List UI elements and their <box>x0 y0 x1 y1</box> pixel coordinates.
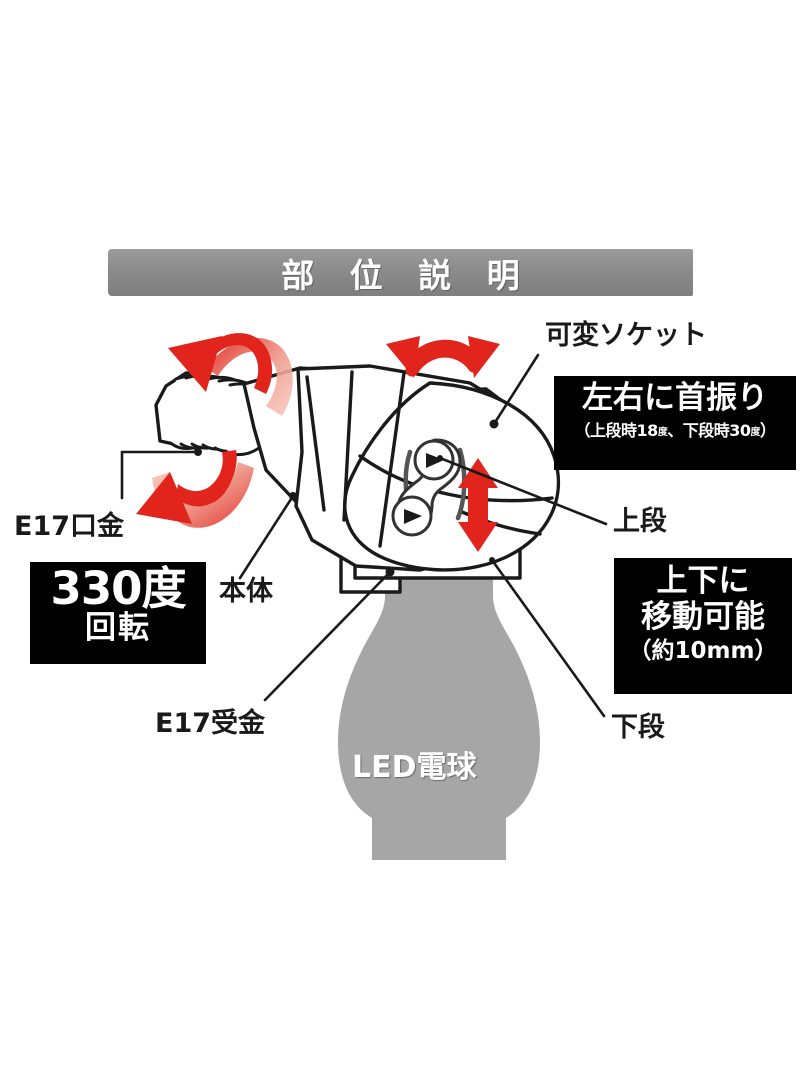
label-variable-socket: 可変ソケット <box>545 320 707 351</box>
callout-rotate: 330度 回転 <box>30 562 206 664</box>
header-bar <box>108 249 693 296</box>
callout-move-subline: （約10mm） <box>628 638 778 664</box>
swing-arrow-icon <box>386 336 500 378</box>
label-e17-receptacle: E17受金 <box>155 708 266 739</box>
updown-arrow-icon <box>458 458 498 552</box>
callout-rotate-subline: 回転 <box>85 610 151 646</box>
callout-rotate-headline: 330度 <box>50 562 187 615</box>
label-upper-tier: 上段 <box>613 506 667 537</box>
callout-swing: 左右に首振り （上段時18度、下段時30度） <box>554 376 796 470</box>
tier-slider-mechanism <box>391 438 467 537</box>
callout-swing-detail-mid: 、下段時30 <box>667 421 751 440</box>
callout-move-headline-2: 移動可能 <box>641 599 765 635</box>
led-bulb-shape <box>338 560 540 860</box>
callout-swing-detail: （上段時18度、下段時30度） <box>554 423 796 439</box>
page-title: 部 位 説 明 <box>281 255 532 295</box>
label-led-bulb: LED電球 <box>352 750 477 785</box>
callout-swing-detail-suffix: ） <box>759 421 776 440</box>
callout-swing-headline: 左右に首振り <box>582 380 768 416</box>
callout-move-headline-1: 上下に <box>656 563 750 599</box>
leader-dots <box>194 419 499 577</box>
label-e17-base: E17口金 <box>14 511 125 542</box>
label-body: 本体 <box>219 576 273 607</box>
callout-swing-detail-deg1: 度 <box>657 427 668 439</box>
rotation-arrow-bottom-icon <box>136 450 254 528</box>
rotation-arrow-top-icon <box>168 333 293 416</box>
callout-move: 上下に 移動可能 （約10mm） <box>614 558 792 694</box>
callout-swing-detail-prefix: （上段時18 <box>574 421 659 440</box>
socket-adapter-body <box>154 364 560 594</box>
callout-swing-detail-deg2: 度 <box>750 427 761 439</box>
label-lower-tier: 下段 <box>611 712 665 743</box>
